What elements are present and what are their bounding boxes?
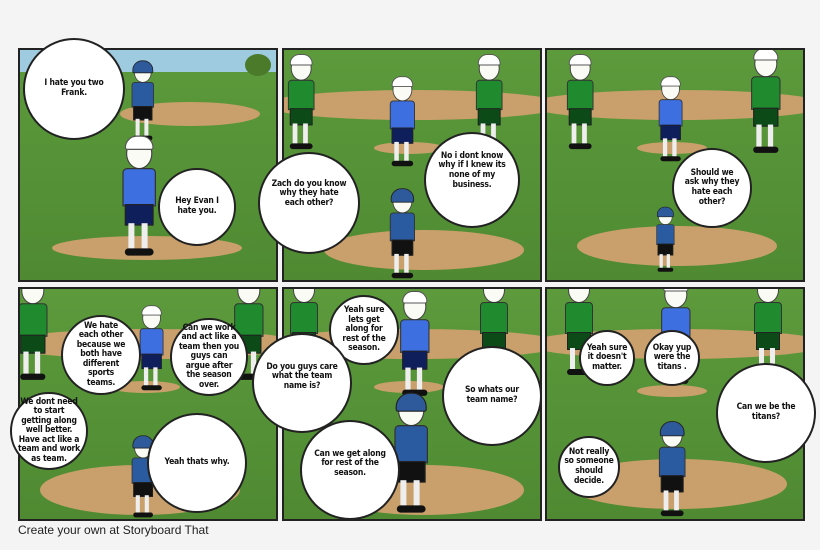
- speech-bubble: Zach do you know why they hate each othe…: [258, 152, 360, 254]
- speech-bubble: We dont need to start getting along well…: [10, 392, 88, 470]
- speech-bubble: Should we ask why they hate each other?: [672, 148, 752, 228]
- panel-3: [545, 48, 805, 282]
- pitcher-mound: [637, 142, 707, 154]
- speech-bubble: No i dont know why if I knew its none of…: [424, 132, 520, 228]
- storyboard-that-link[interactable]: Create your own at Storyboard That: [18, 523, 209, 537]
- speech-bubble: Okay yup were the titans .: [644, 330, 700, 386]
- pitcher-mound: [637, 385, 707, 397]
- speech-bubble: So whats our team name?: [442, 346, 542, 446]
- speech-bubble: Hey Evan I hate you.: [158, 168, 236, 246]
- speech-bubble: Yeah sure it doesn't matter.: [579, 330, 635, 386]
- speech-bubble: Do you guys care what the team name is?: [252, 333, 352, 433]
- speech-bubble: Not really so someone should decide.: [558, 436, 620, 498]
- speech-bubble: We hate each other because we both have …: [61, 315, 141, 395]
- home-plate-dirt: [324, 230, 524, 270]
- speech-bubble: I hate you two Frank.: [23, 38, 125, 140]
- panel-1: [18, 48, 278, 282]
- pitcher-mound: [374, 142, 444, 154]
- tree: [245, 54, 271, 76]
- speech-bubble: Can we get along for rest of the season.: [300, 420, 400, 520]
- speech-bubble: Can we be the titans?: [716, 363, 816, 463]
- home-plate-dirt: [577, 226, 777, 266]
- speech-bubble: Yeah thats why.: [147, 413, 247, 513]
- speech-bubble: Can we work and act like a team then you…: [170, 318, 248, 396]
